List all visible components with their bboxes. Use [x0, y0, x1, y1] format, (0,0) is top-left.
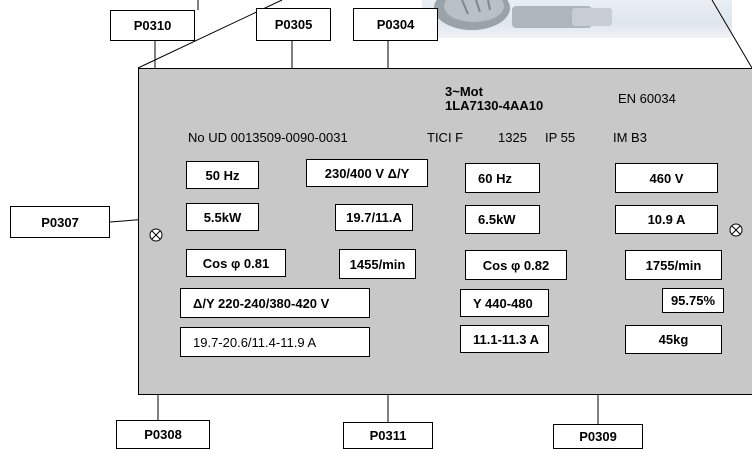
- motor-illustration: [434, 0, 612, 30]
- tag-p0307: P0307: [10, 206, 110, 238]
- tag-p0308: P0308: [116, 420, 210, 449]
- motor-photo: [422, 0, 732, 38]
- left-current-box: 19.7/11.A: [335, 204, 413, 231]
- plate-standard: EN 60034: [618, 91, 676, 106]
- left-power-factor-box: Cos φ 0.81: [186, 249, 286, 277]
- right-current-range-box: 11.1-11.3 A: [460, 325, 549, 353]
- left-frequency-box: 50 Hz: [186, 161, 259, 189]
- tag-p0305: P0305: [256, 8, 331, 41]
- plate-model-number: 1LA7130-4AA10: [445, 98, 544, 113]
- left-speed-box: 1455/min: [339, 249, 416, 279]
- right-weight-box: 45kg: [625, 325, 722, 354]
- right-speed-box: 1755/min: [625, 250, 722, 280]
- left-current-range-box: 19.7-20.6/11.4-11.9 A: [180, 327, 370, 357]
- plate-protection: IP 55: [545, 130, 576, 145]
- right-voltage-box: 460 V: [615, 163, 718, 193]
- screw-icon: [149, 228, 163, 242]
- tag-p0309: P0309: [553, 424, 643, 449]
- plate-header-line1: 3~Mot: [445, 84, 483, 99]
- plate-rating-code: 1325: [498, 130, 527, 145]
- right-power-box: 6.5kW: [465, 205, 540, 234]
- right-voltage-range-box: Y 440-480: [460, 289, 549, 317]
- right-efficiency-box: 95.75%: [662, 288, 724, 313]
- right-current-box: 10.9 A: [615, 205, 718, 234]
- plate-insulation: TICI F: [427, 130, 464, 145]
- plate-mounting: IM B3: [613, 130, 647, 145]
- tag-p0311: P0311: [343, 422, 433, 449]
- plate-serial: No UD 0013509-0090-0031: [188, 130, 348, 145]
- right-frequency-box: 60 Hz: [465, 163, 540, 193]
- screw-icon: [729, 223, 743, 237]
- right-power-factor-box: Cos φ 0.82: [465, 250, 567, 280]
- left-voltage-range-box: Δ/Y 220-240/380-420 V: [180, 288, 370, 318]
- tag-p0304: P0304: [353, 8, 438, 41]
- left-power-box: 5.5kW: [186, 203, 259, 231]
- tag-p0310: P0310: [110, 10, 195, 41]
- left-voltage-box: 230/400 V Δ/Y: [306, 159, 428, 187]
